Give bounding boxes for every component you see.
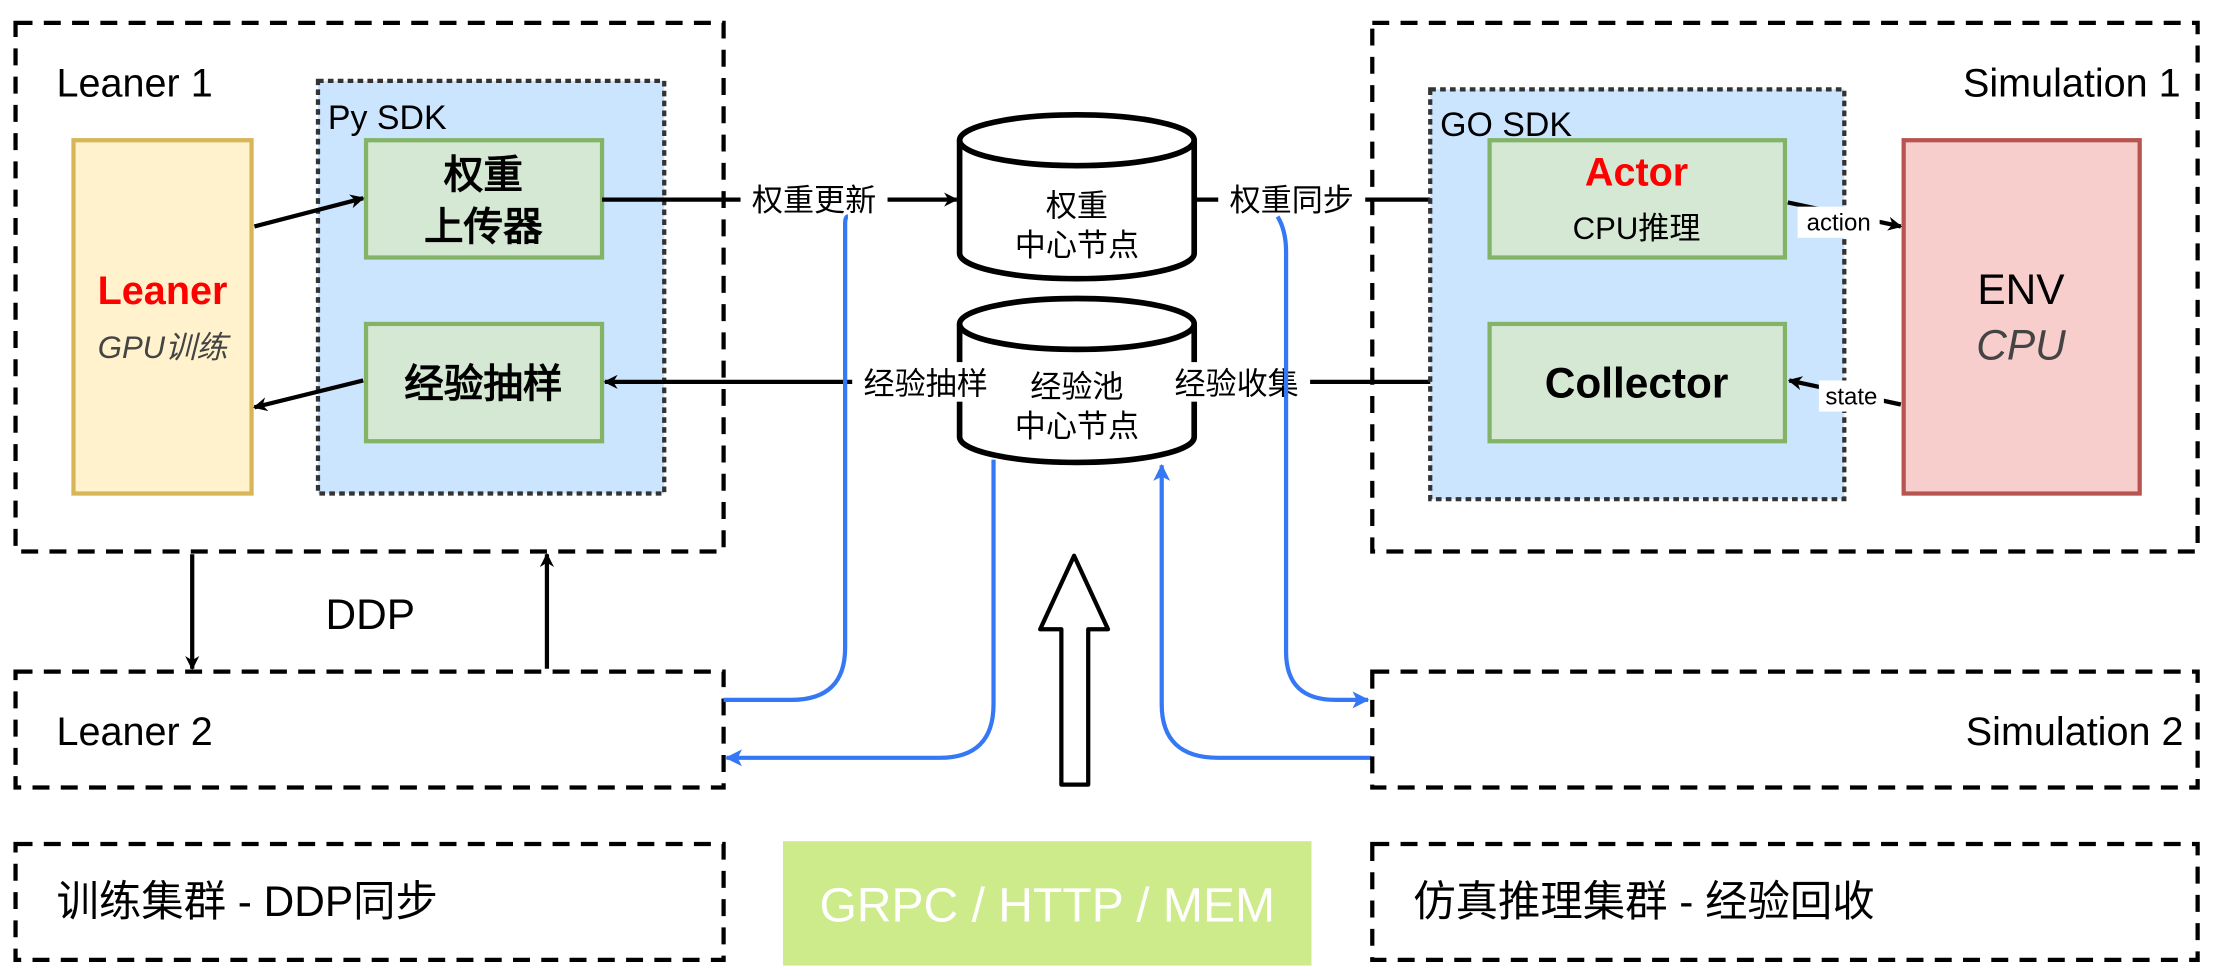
edge-experience-sample-label: 经验抽样: [864, 367, 988, 402]
learner-node-name: Leaner: [98, 269, 228, 313]
flow-exp-to-learner2: [725, 459, 996, 767]
edge-experience-collect-label: 经验收集: [1174, 367, 1298, 402]
experience-pool-line1: 经验池: [1030, 369, 1123, 404]
weight-center-node[interactable]: [956, 111, 1198, 282]
edge-weight-update-label: 权重更新: [752, 183, 876, 218]
actor-node[interactable]: [1487, 138, 1788, 260]
weight-uploader-line2: 上传器: [424, 206, 543, 250]
py-sdk-label: Py SDK: [328, 99, 447, 137]
experience-sampler-label: 经验抽样: [404, 362, 562, 406]
protocol-label: GRPC / HTTP / MEM: [819, 880, 1275, 933]
actor-node-name: Actor: [1585, 150, 1688, 194]
flow-sim2-to-exp: [1153, 463, 1371, 760]
protocol-box: [782, 841, 1312, 966]
learner1-title: Leaner 1: [57, 61, 213, 105]
training-cluster-caption: 训练集群 - DDP同步: [57, 878, 438, 925]
edge-state-label: state: [1825, 383, 1877, 410]
ddp-label: DDP: [326, 591, 415, 638]
simulation2-title: Simulation 2: [1966, 710, 2184, 754]
edge-learner-to-uploader: [253, 194, 365, 229]
weight-center-line1: 权重: [1046, 189, 1108, 224]
weight-uploader-line1: 权重: [443, 153, 523, 197]
collector-node[interactable]: [1487, 321, 1788, 444]
experience-pool-line2: 中心节点: [1015, 409, 1139, 444]
protocol-up-arrow-icon: [1038, 553, 1111, 787]
go-sdk-label: GO SDK: [1440, 106, 1572, 144]
simulation-cluster-caption-box: [1370, 841, 2200, 963]
simulation1-title: Simulation 1: [1963, 61, 2181, 105]
edge-action-label: action: [1807, 210, 1871, 237]
actor-node-sub: CPU推理: [1573, 211, 1701, 246]
learner-node[interactable]: [71, 138, 254, 496]
experience-sampler-node[interactable]: [363, 321, 605, 444]
weight-uploader-node[interactable]: [363, 138, 605, 260]
edge-sampler-to-learner: [253, 378, 364, 412]
simulation1-container[interactable]: [1370, 20, 2200, 554]
learner1-container[interactable]: [13, 20, 726, 554]
weight-center-line2: 中心节点: [1015, 228, 1139, 263]
learner2-container[interactable]: [13, 669, 726, 790]
flow-weight-to-sim2: [1275, 215, 1370, 709]
training-cluster-caption-box: [13, 841, 726, 963]
env-node-sub: CPU: [1976, 321, 2066, 368]
learner2-title: Leaner 2: [57, 710, 213, 754]
edge-weight-sync-label: 权重同步: [1230, 183, 1354, 218]
experience-pool-node[interactable]: [956, 295, 1198, 466]
simulation2-container[interactable]: [1370, 669, 2200, 790]
collector-node-label: Collector: [1545, 359, 1729, 406]
simulation-cluster-caption: 仿真推理集群 - 经验回收: [1413, 878, 1874, 925]
env-node[interactable]: [1901, 138, 2142, 496]
flow-learner2-to-weight: [723, 214, 849, 702]
env-node-name: ENV: [1977, 266, 2065, 313]
learner-node-sub: GPU训练: [98, 330, 231, 365]
